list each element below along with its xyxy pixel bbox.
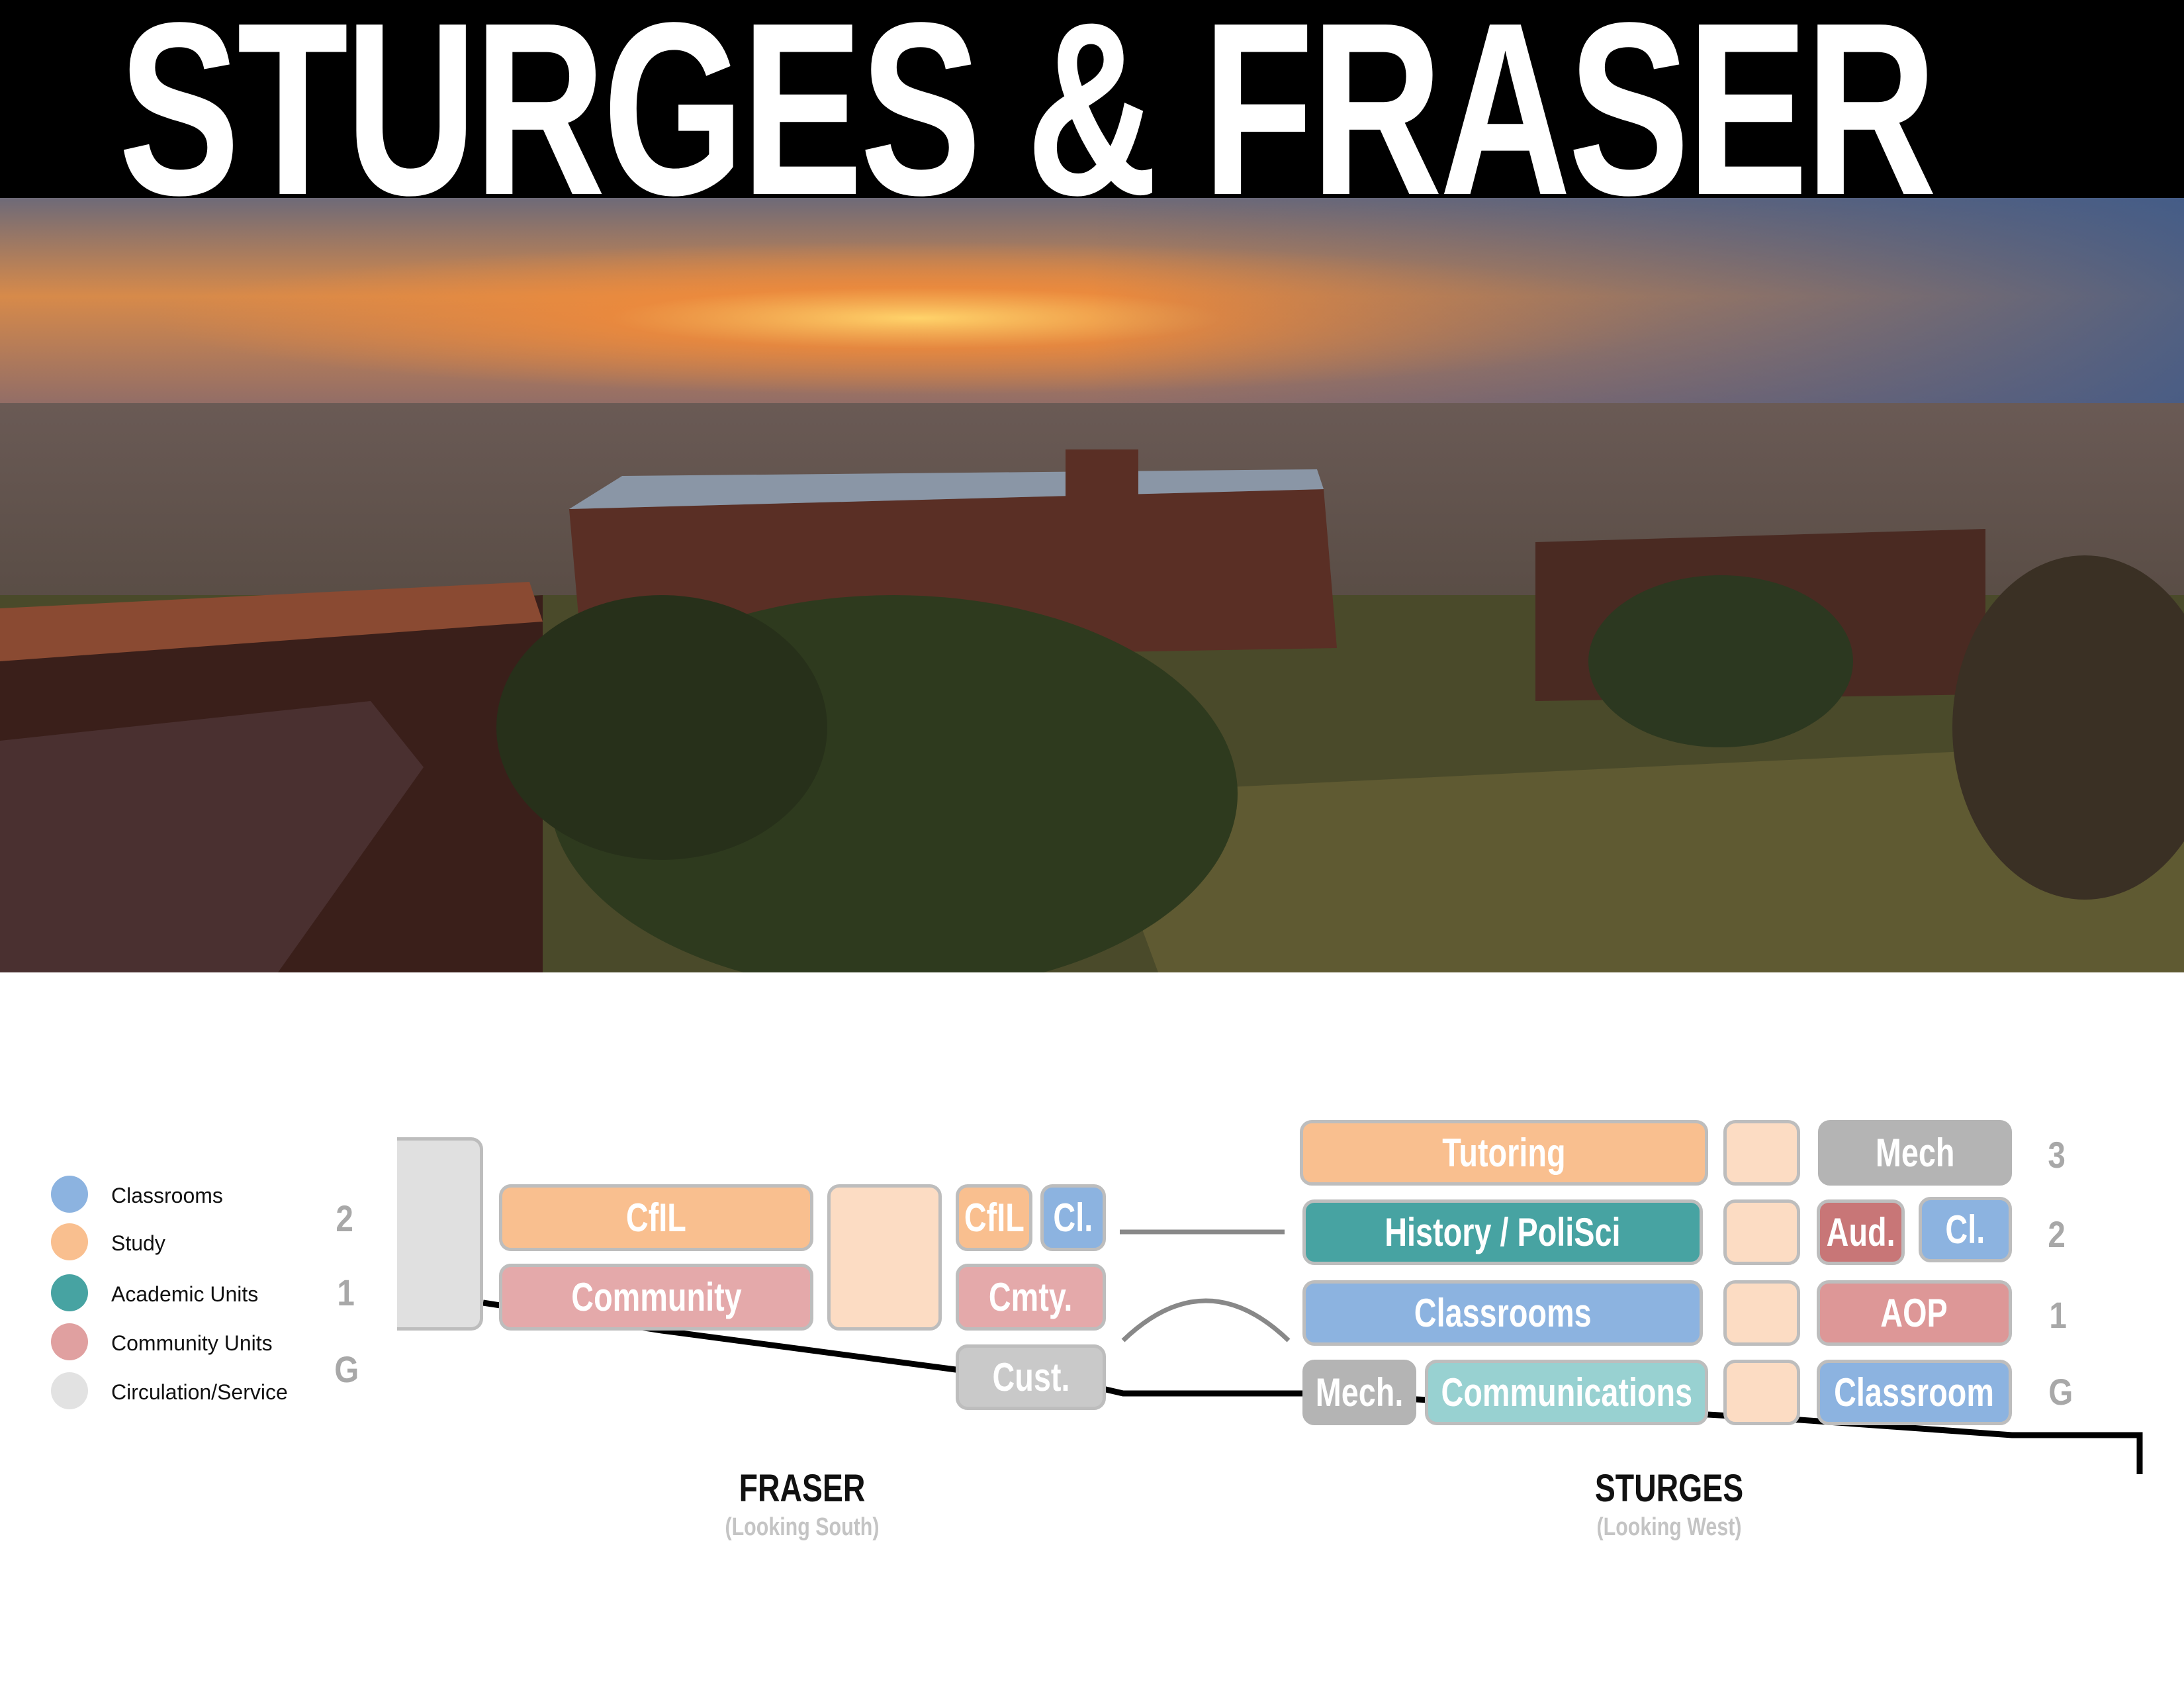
fraser-cmty: Cmty. [956, 1264, 1106, 1331]
room-label: Classroom [1834, 1370, 1995, 1415]
sturges-classrooms: Classrooms [1302, 1280, 1703, 1346]
fraser-floor-label: 1 [337, 1272, 355, 1313]
fraser-community: Community [499, 1264, 813, 1331]
room-label: Communications [1441, 1370, 1692, 1415]
legend-label: Circulation/Service [111, 1380, 288, 1404]
room-label: Cl. [1945, 1207, 1985, 1252]
title-band: STURGES & FRASER [0, 0, 2184, 198]
fraser-cfil-small: CfIL [956, 1184, 1032, 1251]
fraser-circulation [397, 1137, 483, 1331]
room-label: Tutoring [1442, 1131, 1566, 1175]
legend-dot-classrooms [51, 1176, 88, 1213]
room-label: History / PoliSci [1385, 1210, 1621, 1254]
room-label: Cust. [992, 1355, 1069, 1399]
fraser-floor-label: G [334, 1348, 359, 1390]
sturges-aop: AOP [1817, 1280, 2012, 1346]
room-label: Mech. [1315, 1370, 1404, 1415]
room-label: Classrooms [1414, 1291, 1592, 1335]
sturges-floor-label: 3 [2048, 1134, 2066, 1176]
sturges-study-3 [1723, 1120, 1800, 1186]
legend-label: Classrooms [111, 1184, 223, 1207]
sturges-floor-label: G [2048, 1371, 2073, 1413]
page-title: STURGES & FRASER [118, 0, 1937, 198]
sturges-view: (Looking West) [1596, 1513, 1742, 1541]
legend-dot-academic [51, 1274, 88, 1311]
sturges-study-g [1723, 1360, 1800, 1425]
sturges-floor-label: 2 [2048, 1213, 2066, 1255]
room-label: AOP [1880, 1291, 1948, 1335]
sturges-classroom-g: Classroom [1817, 1360, 2012, 1425]
fraser-cfil: CfIL [499, 1184, 813, 1251]
fraser-study [827, 1184, 942, 1331]
room-label: Community [570, 1275, 742, 1319]
sturges-auditorium: Aud. [1817, 1199, 1905, 1265]
room-label: CfIL [964, 1196, 1024, 1240]
sturges-history-polisci: History / PoliSci [1302, 1199, 1703, 1265]
legend-dot-circulation [51, 1372, 88, 1409]
fraser-custodial: Cust. [956, 1344, 1106, 1410]
fraser-floor-label: 2 [336, 1197, 353, 1239]
legend-label: Academic Units [111, 1282, 259, 1306]
sturges-study-1 [1723, 1280, 1800, 1346]
fraser-classroom: Cl. [1040, 1184, 1106, 1251]
legend-label: Study [111, 1231, 165, 1255]
legend-label: Community Units [111, 1331, 273, 1355]
campus-aerial-photo [0, 198, 2184, 972]
sturges-floor-label: 1 [2049, 1294, 2067, 1336]
room-label: Cmty. [989, 1275, 1073, 1319]
fraser-title: FRASER [739, 1467, 866, 1510]
room-label: Mech [1875, 1131, 1955, 1175]
legend-dot-community [51, 1323, 88, 1360]
arch-connector [1121, 1298, 1291, 1342]
fraser-view: (Looking South) [725, 1513, 880, 1541]
sturges-study-2 [1723, 1199, 1800, 1265]
sturges-classroom-2: Cl. [1919, 1197, 2012, 1262]
room-label: Cl. [1053, 1196, 1093, 1240]
room-label: CfIL [626, 1196, 686, 1240]
sturges-mech-ground: Mech. [1302, 1360, 1416, 1425]
sturges-title: STURGES [1594, 1467, 1744, 1510]
sturges-mech-3: Mech [1818, 1120, 2012, 1186]
legend-dot-study [51, 1223, 88, 1260]
room-label: Aud. [1826, 1210, 1895, 1254]
sturges-tutoring: Tutoring [1300, 1120, 1708, 1186]
sturges-communications: Communications [1425, 1360, 1708, 1425]
